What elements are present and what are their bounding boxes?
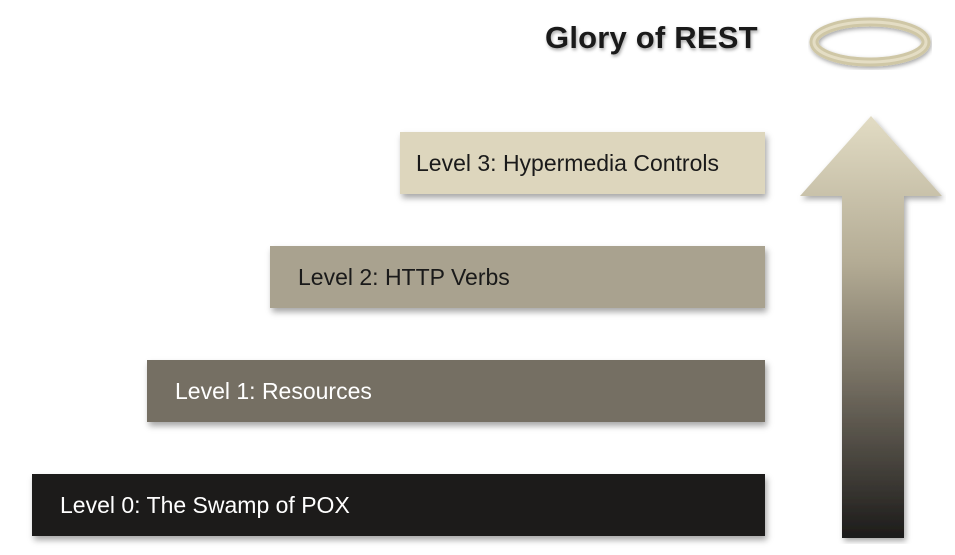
level-1-label: Level 1: Resources [175,377,372,404]
halo-icon [809,17,931,67]
level-0-label: Level 0: The Swamp of POX [60,491,350,518]
level-1-step: Level 1: Resources [147,360,765,422]
up-arrow-icon [800,116,942,538]
level-3-label: Level 3: Hypermedia Controls [416,149,719,176]
level-0-step: Level 0: The Swamp of POX [32,474,765,536]
level-3-step: Level 3: Hypermedia Controls [400,132,765,194]
level-2-step: Level 2: HTTP Verbs [270,246,765,308]
title-glory-of-rest: Glory of REST [545,20,758,55]
level-2-label: Level 2: HTTP Verbs [298,263,510,290]
